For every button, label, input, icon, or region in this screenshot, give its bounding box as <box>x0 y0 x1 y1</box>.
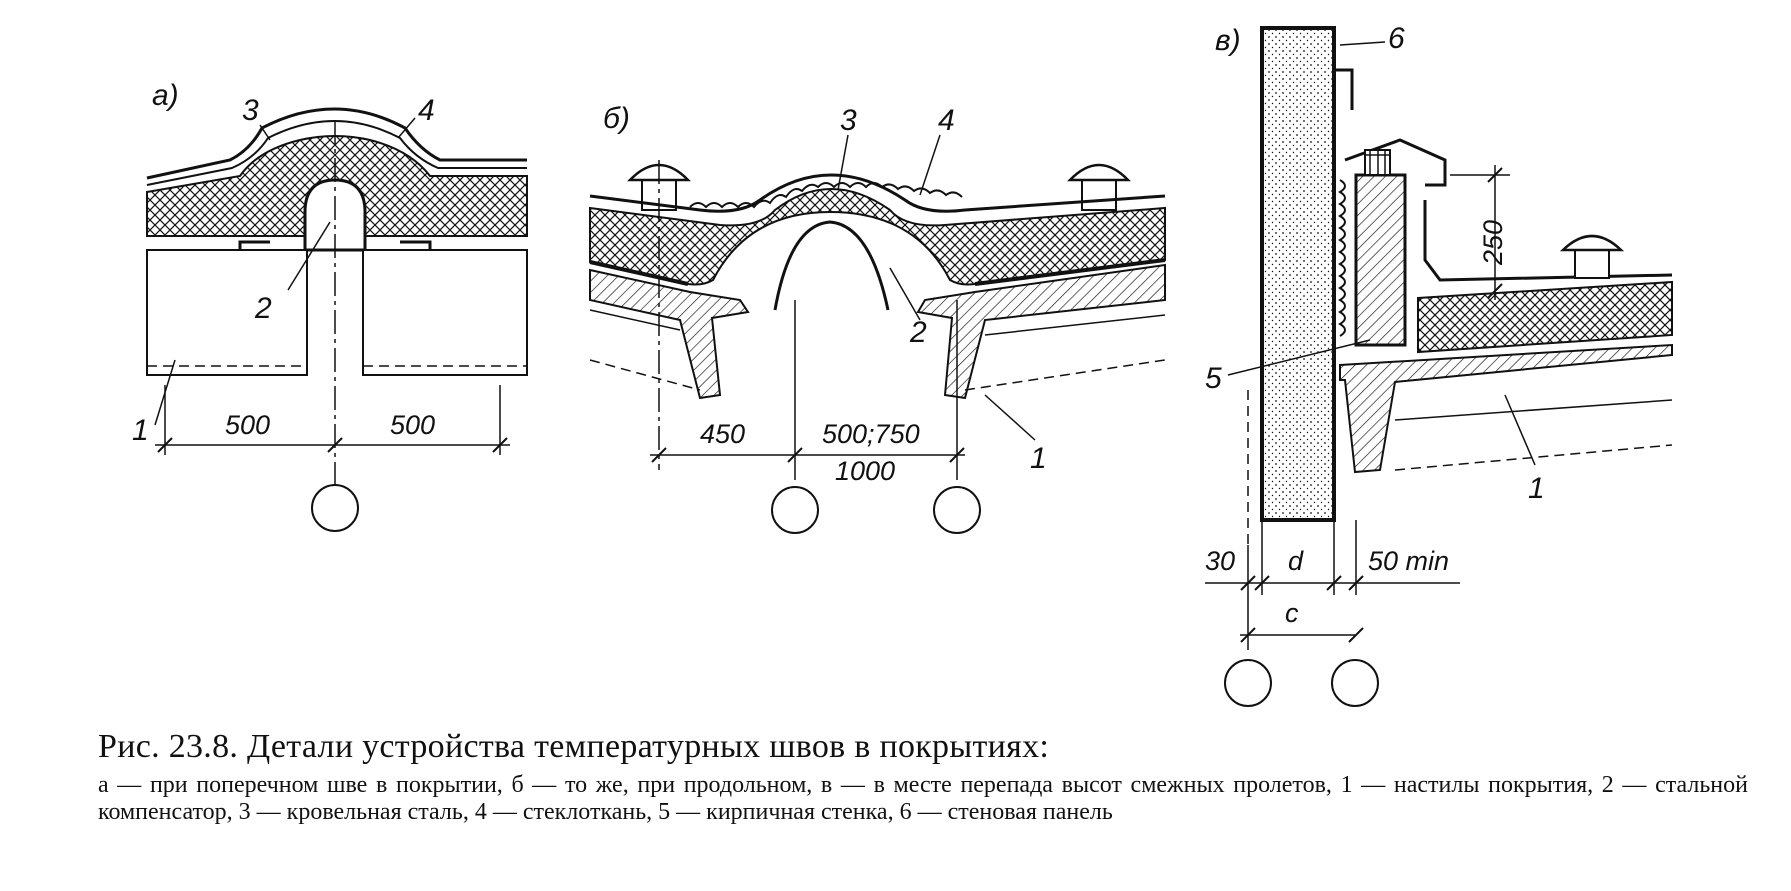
panel-a-deck-right <box>362 249 528 376</box>
panel-v-brick-wall <box>1354 173 1407 347</box>
panel-v-vent <box>1559 234 1625 279</box>
panel-b-label-1: 1 <box>1030 442 1047 475</box>
panel-a-label-1: 1 <box>132 414 149 447</box>
panel-b-axis-bubble-2 <box>933 486 981 534</box>
panel-v-axis-bubble-1 <box>1224 659 1272 707</box>
panel-b-label-4: 4 <box>938 104 955 137</box>
panel-v-dim-bottom: c <box>1285 598 1299 628</box>
panel-b-vent-right <box>1067 163 1131 211</box>
panel-v-label-1: 1 <box>1528 472 1545 505</box>
panel-v: в) 250 30 <box>1205 22 1673 707</box>
panel-a-deck-left <box>146 249 308 376</box>
caption-title: Рис. 23.8. Детали устройства температурн… <box>98 728 1050 765</box>
panel-v-dim-height: 250 <box>1478 220 1508 266</box>
panel-b-vent-left <box>627 163 691 211</box>
panel-a-axis-bubble <box>311 484 359 532</box>
panel-a-label-2: 2 <box>254 292 272 325</box>
panel-b-dim-total: 1000 <box>835 456 895 486</box>
panel-a-dim-left: 500 <box>225 410 270 440</box>
figure-caption: Рис. 23.8. Детали устройства температурн… <box>98 728 1748 826</box>
panel-b-deck-left <box>589 268 750 400</box>
panel-b-dim-mid: 500;750 <box>822 419 920 449</box>
panel-b-tag: б) <box>603 102 630 135</box>
panel-a-roofing <box>146 107 527 180</box>
panel-v-insulation <box>1417 280 1673 354</box>
panel-a-tag: а) <box>152 79 179 112</box>
panel-v-label-6: 6 <box>1388 22 1405 55</box>
panel-v-dim-right: 50 min <box>1368 546 1449 576</box>
caption-legend: а — при поперечном шве в покрытии, б — т… <box>98 772 1748 825</box>
panel-b-label-3: 3 <box>840 104 857 137</box>
panel-b-label-2: 2 <box>909 316 927 349</box>
panel-b-axis-bubble-1 <box>771 486 819 534</box>
panel-a-label-4: 4 <box>418 94 435 127</box>
panel-a-dim-right: 500 <box>390 410 435 440</box>
panel-v-label-5: 5 <box>1205 362 1222 395</box>
panel-v-wall-panel <box>1260 26 1336 522</box>
panel-v-axis-bubble-2 <box>1331 659 1379 707</box>
panel-b: б) 450 500;750 1000 <box>589 102 1166 534</box>
panel-b-dim-left: 450 <box>700 419 745 449</box>
panel-b-deck-right <box>916 263 1166 400</box>
panel-v-tag: в) <box>1215 24 1241 57</box>
panel-b-compensator <box>773 220 890 311</box>
panel-v-flashing <box>1334 68 1447 187</box>
panel-a-label-3: 3 <box>242 94 259 127</box>
panel-v-dim-mid: d <box>1288 546 1304 576</box>
panel-a: а) 500 500 3 4 2 1 <box>132 79 528 532</box>
panel-v-dim-left: 30 <box>1205 546 1235 576</box>
panel-v-deck <box>1339 343 1673 474</box>
panel-b-insulation <box>589 188 1166 286</box>
panel-b-roofing <box>589 173 1166 213</box>
